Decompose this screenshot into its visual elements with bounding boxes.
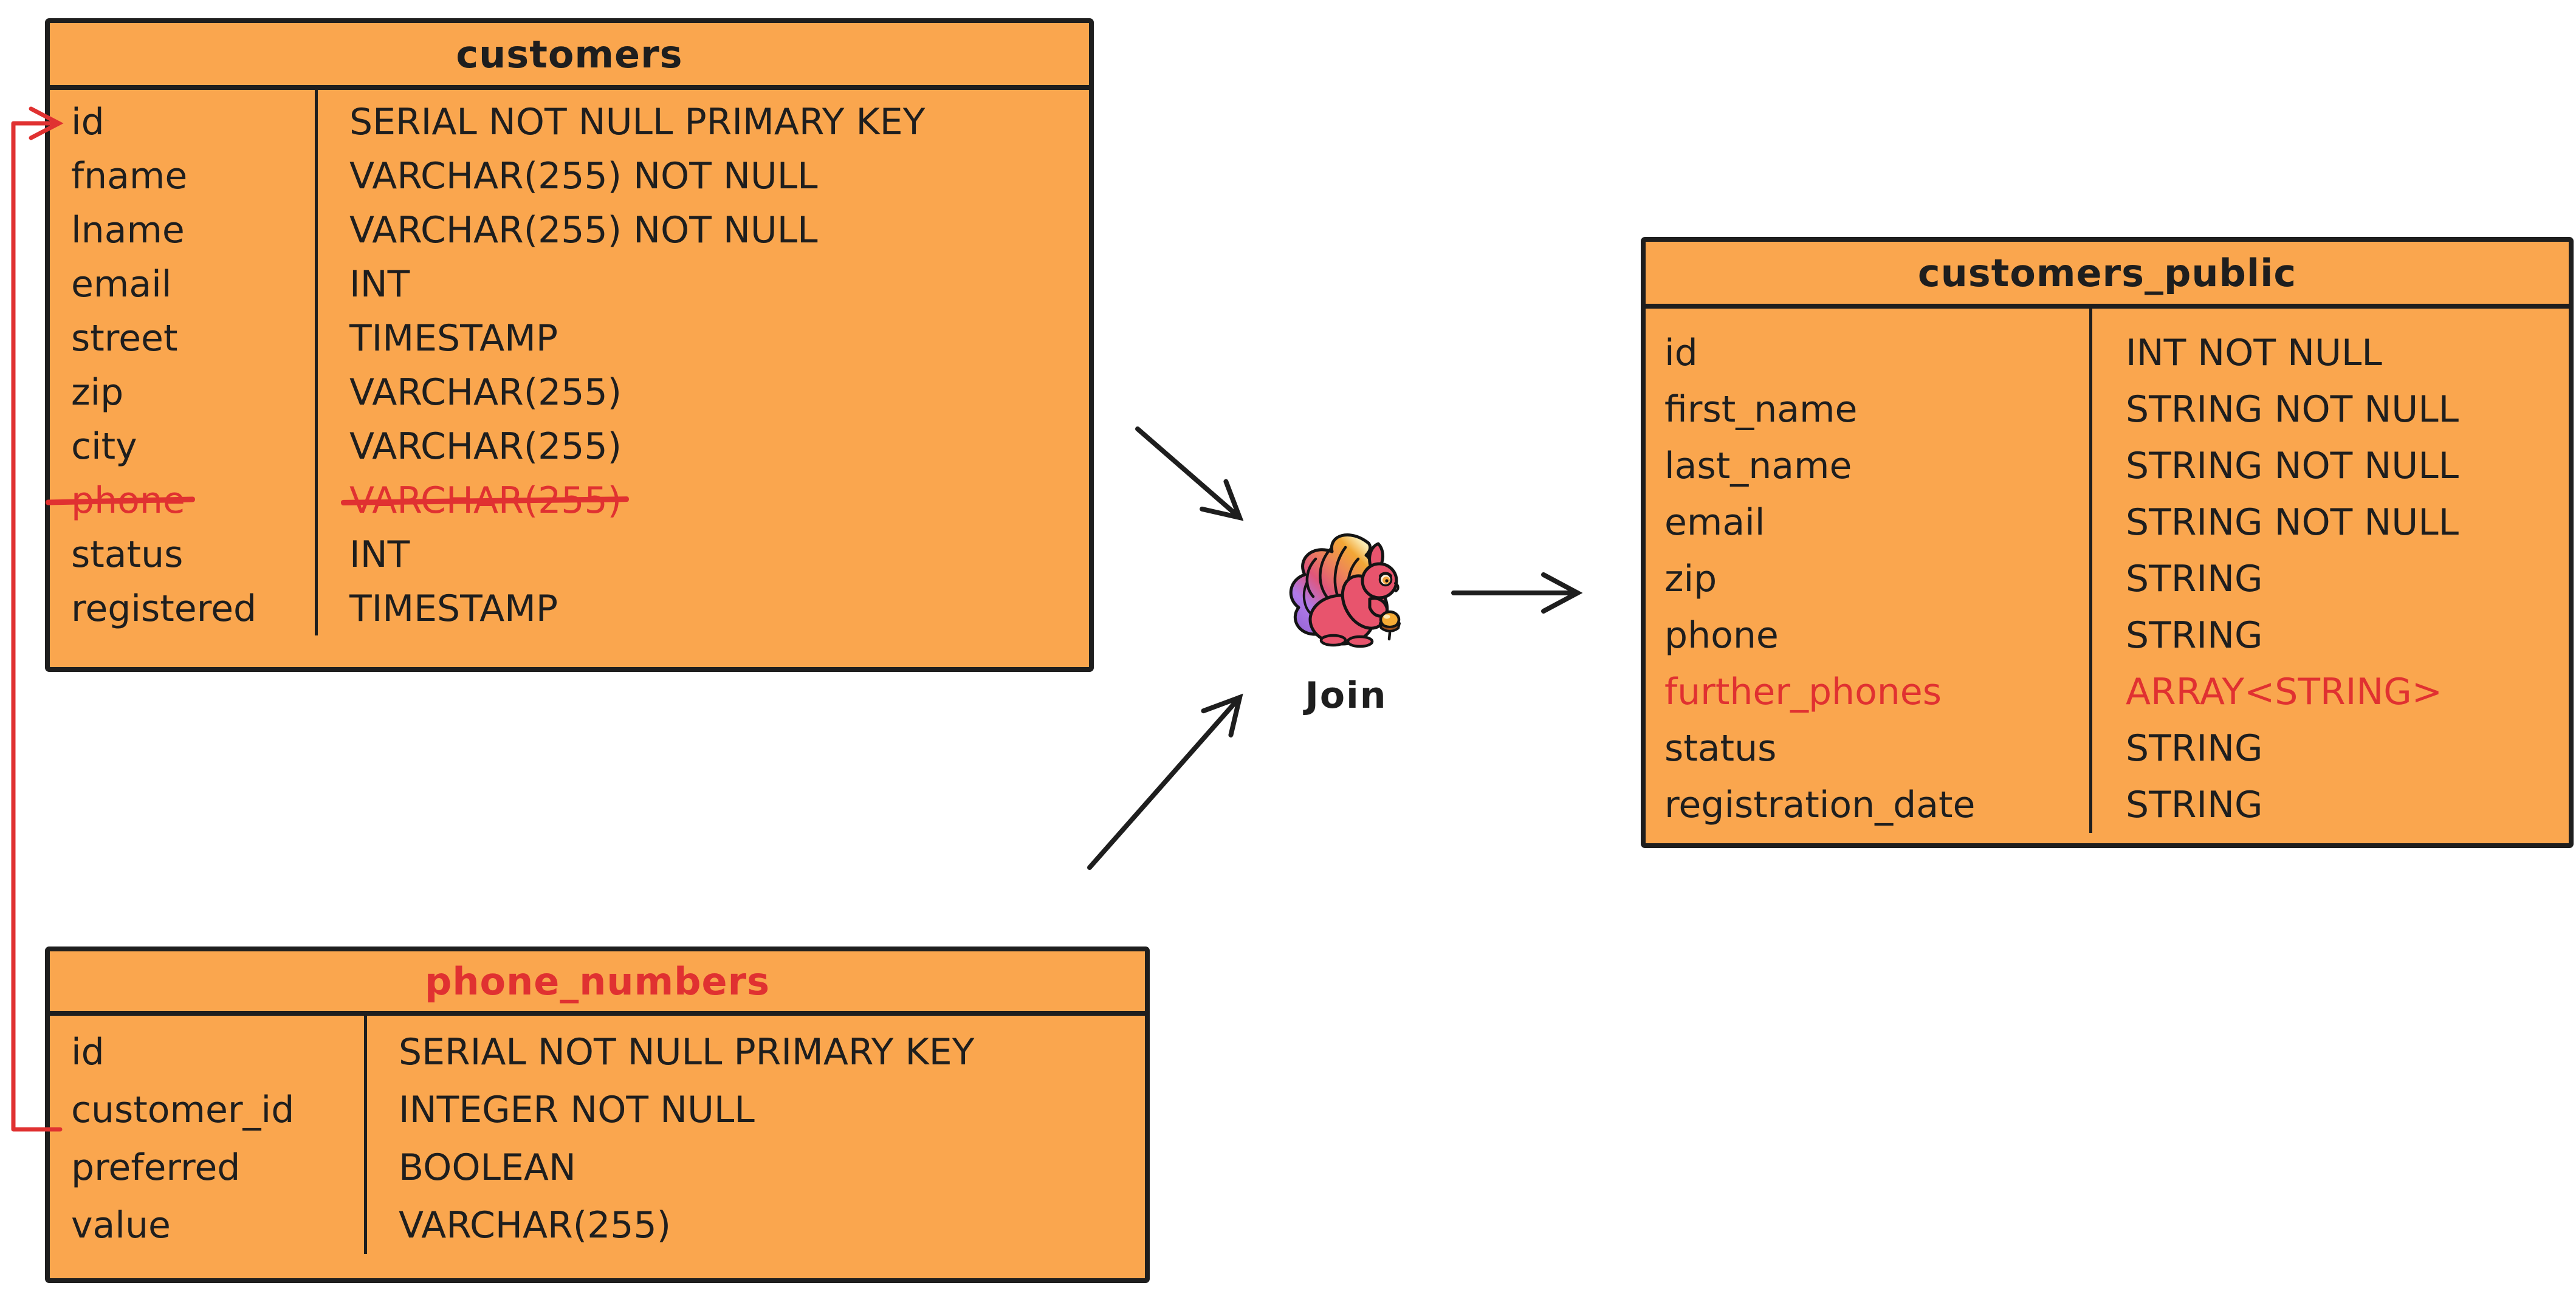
field-type: INT NOT NULL <box>2126 331 2382 374</box>
column-types: SERIAL NOT NULL PRIMARY KEY INTEGER NOT N… <box>367 1016 1145 1254</box>
field-type: INTEGER NOT NULL <box>399 1088 755 1131</box>
edge-phone-numbers-to-join <box>1087 693 1243 870</box>
field-name: id <box>71 1030 105 1073</box>
field-type: INT <box>349 533 410 576</box>
field-name: last_name <box>1664 444 1852 487</box>
field-name: preferred <box>71 1146 241 1189</box>
field-name: registration_date <box>1664 783 1976 826</box>
field-name: street <box>71 317 178 360</box>
field-name: zip <box>1664 557 1717 600</box>
table-phone-numbers-title: phone_numbers <box>50 951 1145 1016</box>
field-name: status <box>71 533 184 576</box>
table-customers-body: id fname lname email street zip city phone statu… <box>50 90 1089 635</box>
field-type: VARCHAR(255) <box>349 425 622 468</box>
field-type: SERIAL NOT NULL PRIMARY KEY <box>349 100 926 143</box>
field-type: STRING <box>2126 783 2263 826</box>
column-types: INT NOT NULL STRING NOT NULL STRING NOT NU… <box>2092 309 2569 833</box>
field-type: BOOLEAN <box>399 1146 576 1189</box>
column-names: id fname lname email street zip city phone statu… <box>50 90 318 635</box>
field-name: first_name <box>1664 388 1858 431</box>
field-name: id <box>71 100 105 143</box>
field-type: STRING NOT NULL <box>2126 501 2459 544</box>
field-name: email <box>1664 501 1765 544</box>
field-type: STRING <box>2126 727 2263 770</box>
field-name: phone <box>1664 614 1779 657</box>
field-type: VARCHAR(255) NOT NULL <box>349 154 818 197</box>
field-type: STRING <box>2126 557 2263 600</box>
field-name: further_phones <box>1664 670 1942 713</box>
column-types: SERIAL NOT NULL PRIMARY KEY VARCHAR(255) … <box>318 90 1089 635</box>
field-name: email <box>71 262 172 306</box>
table-phone-numbers: phone_numbers id customer_id preferred valu… <box>45 947 1150 1283</box>
field-type: VARCHAR(255) <box>349 479 622 522</box>
flink-squirrel-icon <box>1289 533 1401 648</box>
field-name: customer_id <box>71 1088 295 1131</box>
field-type: TIMESTAMP <box>349 317 558 360</box>
edge-customers-to-join <box>1135 426 1244 521</box>
field-type: STRING <box>2126 614 2263 657</box>
field-name: lname <box>71 208 185 252</box>
field-name: registered <box>71 587 257 630</box>
field-name: fname <box>71 154 188 197</box>
column-names: id customer_id preferred value <box>50 1016 367 1254</box>
field-name: id <box>1664 331 1698 374</box>
field-name: status <box>1664 727 1777 770</box>
field-type: VARCHAR(255) <box>349 371 622 414</box>
field-type: SERIAL NOT NULL PRIMARY KEY <box>399 1030 975 1073</box>
field-name: value <box>71 1203 171 1247</box>
field-type: VARCHAR(255) <box>399 1203 671 1247</box>
field-type: VARCHAR(255) NOT NULL <box>349 208 818 252</box>
field-name: zip <box>71 371 124 414</box>
field-type: STRING NOT NULL <box>2126 388 2459 431</box>
field-type: STRING NOT NULL <box>2126 444 2459 487</box>
join-operator: Join <box>1282 527 1410 717</box>
field-name: phone <box>71 479 185 522</box>
field-name: city <box>71 425 137 468</box>
table-customers: customers id fname lname email street zip city… <box>45 18 1094 672</box>
field-type: ARRAY<STRING> <box>2126 670 2443 713</box>
table-customers-title: customers <box>50 23 1089 90</box>
table-phone-numbers-body: id customer_id preferred value SERIAL NOT N… <box>50 1016 1145 1254</box>
field-type: INT <box>349 262 410 306</box>
field-type: TIMESTAMP <box>349 587 558 630</box>
table-customers-public-title: customers_public <box>1646 242 2569 309</box>
join-label: Join <box>1305 674 1387 717</box>
